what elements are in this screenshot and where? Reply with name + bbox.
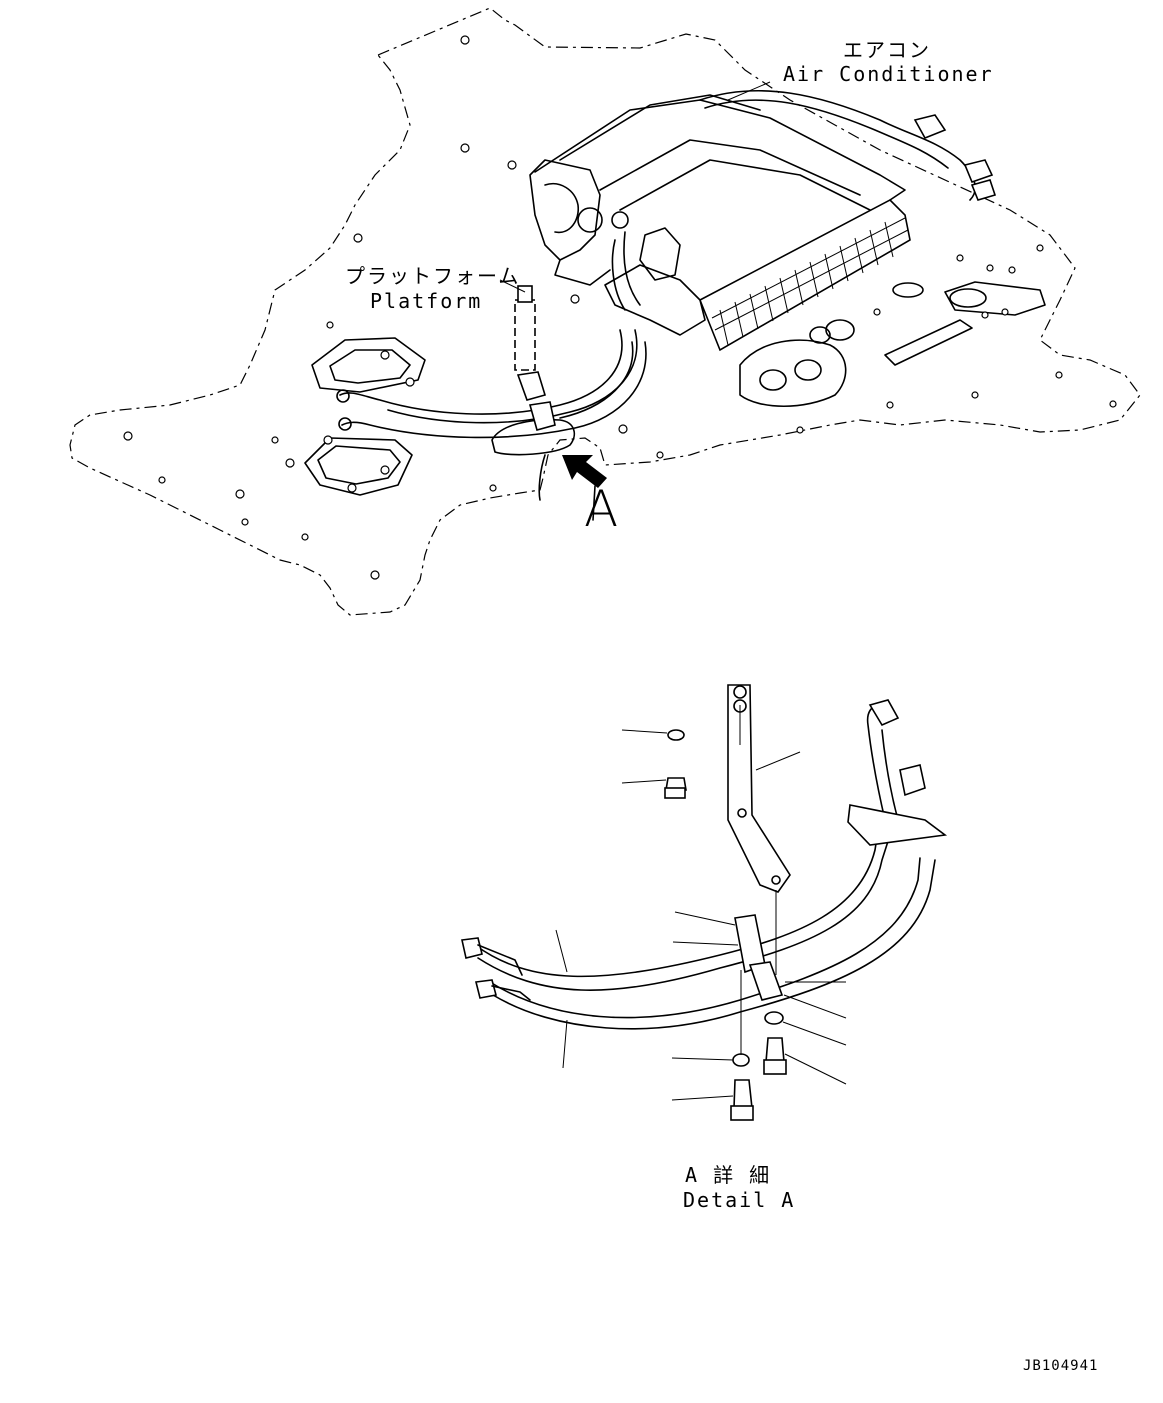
platform-label-en: Platform xyxy=(370,289,483,313)
detail-a-label-en: Detail A xyxy=(683,1188,796,1212)
detail-a-label-ja: A 詳 細 xyxy=(685,1163,772,1187)
view-arrow-a xyxy=(562,455,607,521)
plate-holes xyxy=(123,35,1117,580)
air-conditioner-label-ja: エアコン xyxy=(843,38,931,62)
platform-label-ja: プラットフォーム xyxy=(345,264,521,288)
view-a-label: A xyxy=(584,480,619,538)
drawing-number: JB104941 xyxy=(1023,1358,1099,1374)
air-conditioner-label-en: Air Conditioner xyxy=(783,62,994,86)
platform-plate xyxy=(69,7,1141,616)
detail-a-view xyxy=(461,684,948,1121)
air-conditioner-unit xyxy=(529,90,1046,407)
